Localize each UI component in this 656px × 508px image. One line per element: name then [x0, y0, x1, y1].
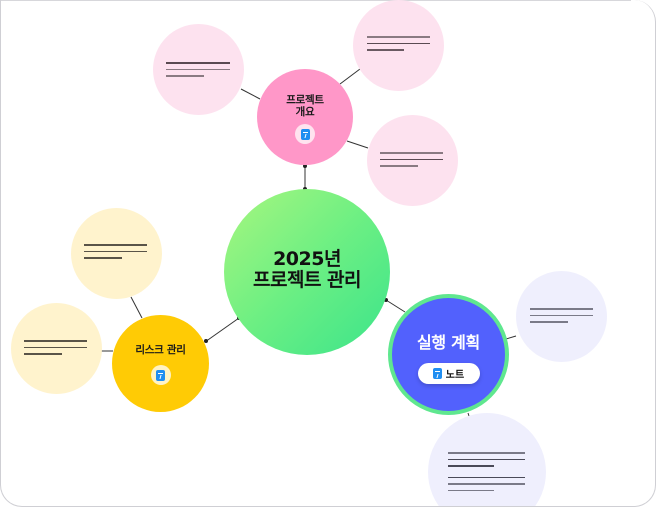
- leaf-text-lines: [380, 152, 443, 167]
- overview-title-line1: 프로젝트: [286, 94, 324, 106]
- branch-node-plan[interactable]: 실행 계획 노트: [388, 294, 509, 415]
- branch-node-risk[interactable]: 리스크 관리: [112, 315, 209, 412]
- branch-node-overview[interactable]: 프로젝트 개요: [257, 69, 353, 165]
- note-icon: [156, 369, 165, 381]
- leaf-text-lines: [24, 340, 87, 355]
- overview-leaf-3[interactable]: [367, 115, 458, 206]
- overview-leaf-2[interactable]: [353, 0, 444, 91]
- overview-note-button[interactable]: [295, 124, 315, 144]
- plan-note-label: 노트: [445, 370, 465, 381]
- risk-leaf-1[interactable]: [71, 208, 162, 299]
- risk-title: 리스크 관리: [135, 344, 186, 356]
- plan-leaf-2[interactable]: [428, 413, 546, 506]
- note-icon: [300, 128, 310, 140]
- central-topic-node[interactable]: 2025년 프로젝트 관리: [224, 189, 390, 355]
- leaf-text-lines: [166, 62, 230, 77]
- risk-note-button[interactable]: [150, 365, 171, 385]
- leaf-text-lines: [448, 452, 525, 491]
- leaf-text-lines: [530, 308, 593, 323]
- canvas-top-edge: [1, 0, 631, 1]
- risk-leaf-2[interactable]: [11, 303, 102, 394]
- leaf-text-lines: [367, 36, 430, 51]
- leaf-text-lines: [84, 244, 147, 259]
- plan-leaf-1[interactable]: [516, 271, 607, 362]
- central-topic-title-line1: 2025년: [273, 248, 341, 270]
- note-icon: [432, 368, 442, 379]
- plan-title: 실행 계획: [417, 333, 480, 352]
- plan-note-button[interactable]: 노트: [417, 363, 480, 384]
- overview-leaf-1[interactable]: [153, 24, 244, 115]
- overview-title-line2: 개요: [295, 106, 315, 118]
- central-topic-title-line2: 프로젝트 관리: [253, 269, 362, 291]
